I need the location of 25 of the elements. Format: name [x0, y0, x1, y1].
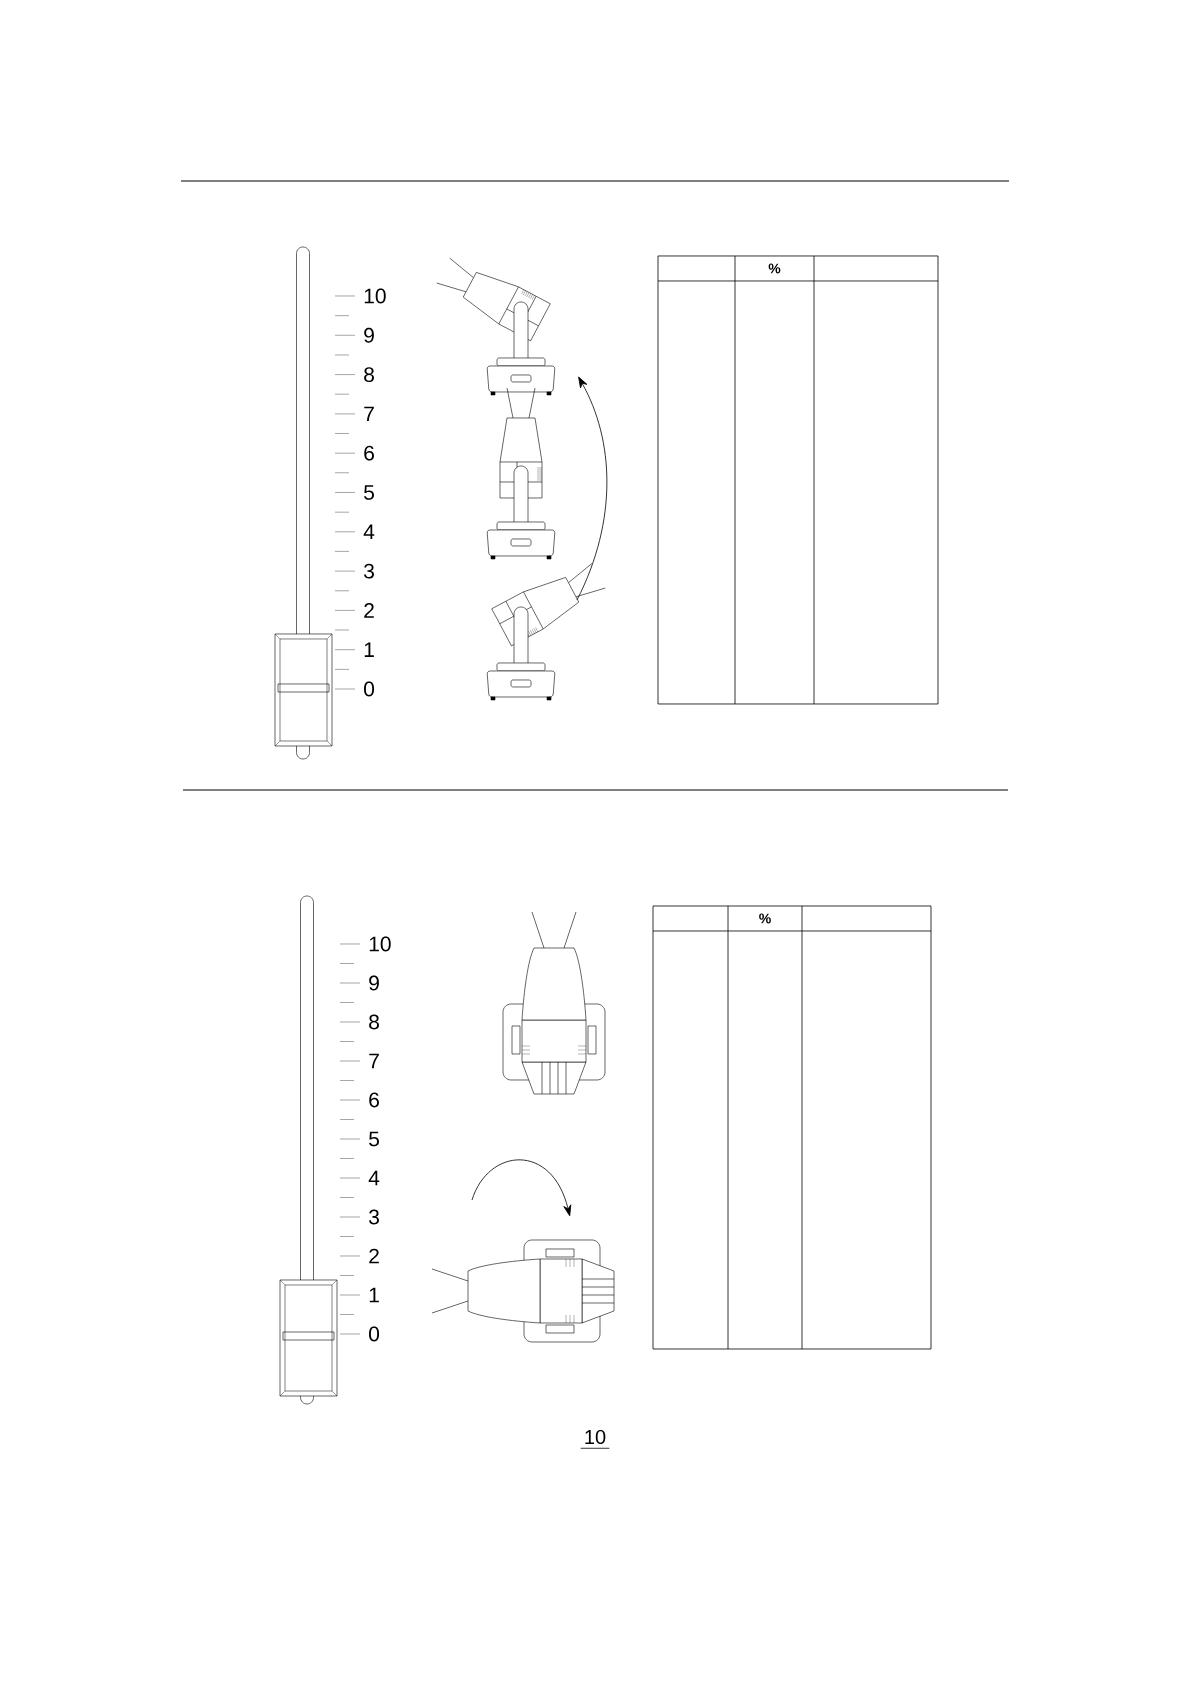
- scale-number: 10: [369, 936, 391, 952]
- scale-number: 9: [364, 327, 374, 343]
- column-header: %: [759, 913, 771, 924]
- scale-number: 8: [364, 367, 374, 382]
- page-number: 10: [580, 1429, 610, 1449]
- scale-number: 0: [364, 681, 375, 697]
- scale-number: 6: [369, 1092, 379, 1108]
- scale-number: 5: [364, 485, 374, 500]
- scale-number: 1: [364, 642, 374, 657]
- scale-number: 9: [369, 975, 379, 991]
- scale-number: 8: [369, 1014, 379, 1030]
- scale-number: 1: [369, 1287, 379, 1303]
- scale-number: 0: [369, 1326, 380, 1342]
- scale-number: 4: [368, 1170, 380, 1186]
- scale-number: 2: [364, 603, 374, 618]
- column-header: %: [768, 263, 781, 274]
- scale-number: 3: [369, 1209, 379, 1225]
- scale-number: 7: [364, 406, 374, 422]
- scale-number: 3: [364, 563, 374, 579]
- scale-number: 5: [369, 1131, 379, 1147]
- scale-number: 7: [369, 1053, 379, 1069]
- scale-number: 6: [364, 445, 374, 461]
- scale-number: 2: [369, 1248, 379, 1264]
- scale-number: 4: [363, 524, 375, 539]
- scale-number: 10: [364, 288, 386, 304]
